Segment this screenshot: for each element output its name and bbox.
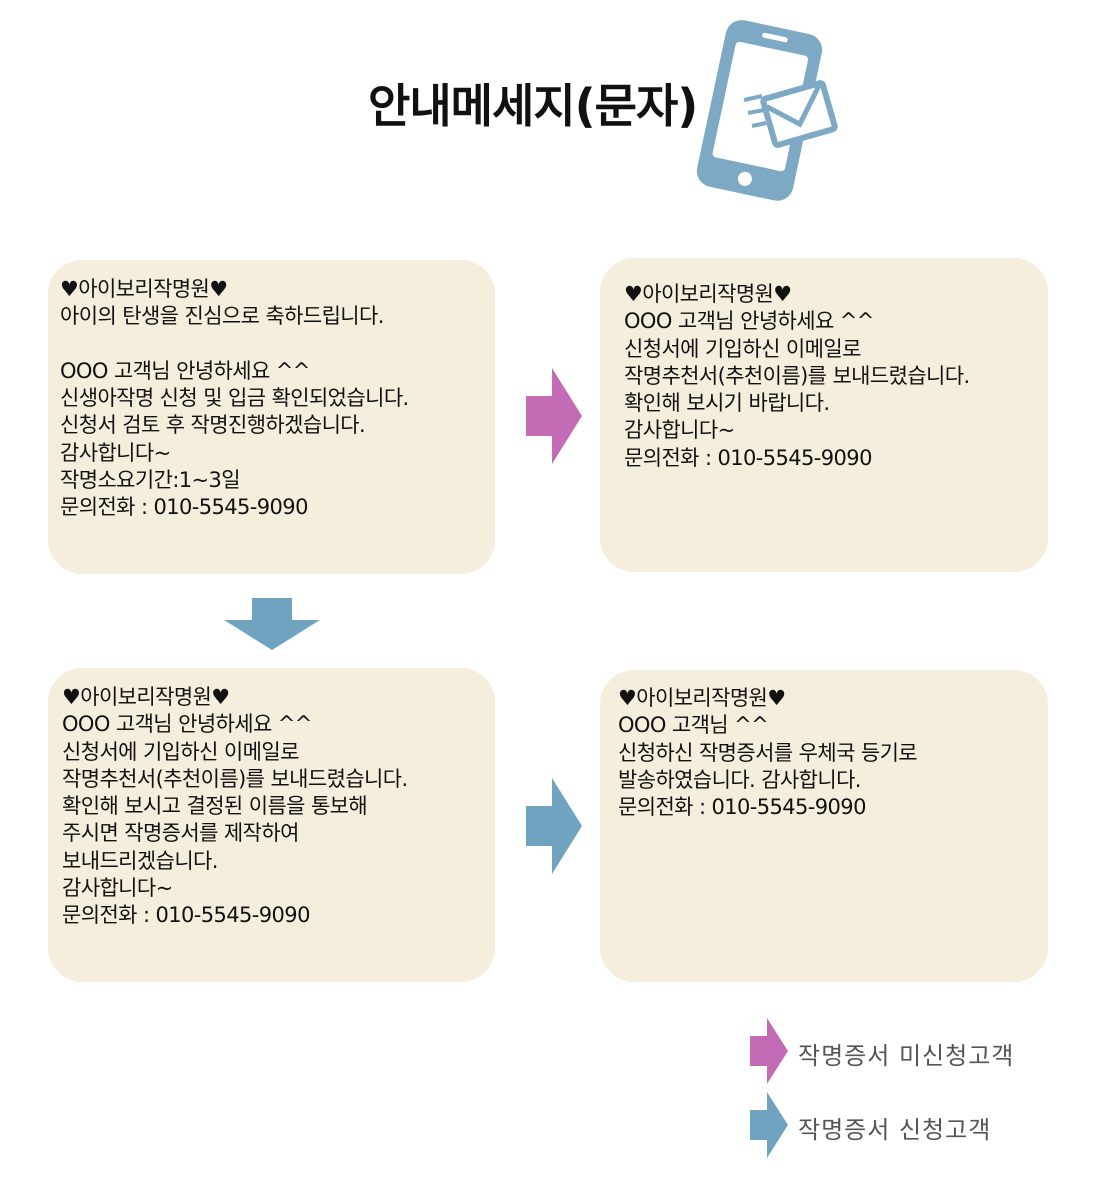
message-text-4: ♥아이보리작명원♥ OOO 고객님 ^^ 신청하신 작명증서를 우체국 등기로 … [618,685,918,821]
message-line: ♥아이보리작명원♥ [624,282,792,306]
message-line: 문의전화 : 010-5545-9090 [618,795,866,820]
message-box-4 [600,670,1048,982]
message-line: 감사합니다~ [624,418,735,443]
message-line: 문의전화 : 010-5545-9090 [60,495,308,520]
message-line: 작명추천서(추천이름)를 보내드렸습니다. [62,766,408,791]
message-box-2 [600,258,1048,572]
message-line: 신청하신 작명증서를 우체국 등기로 [618,740,918,765]
arrow-right-pink [526,368,582,464]
message-line: 발송하였습니다. 감사합니다. [618,767,861,792]
message-line: 문의전화 : 010-5545-9090 [624,445,872,470]
message-line: 작명추천서(추천이름)를 보내드렸습니다. [624,363,970,388]
message-box-3 [48,668,495,982]
message-line: 신생아작명 신청 및 입금 확인되었습니다. [60,386,409,411]
message-line: 확인해 보시고 결정된 이름을 통보해 [62,794,368,819]
message-line: OOO 고객님 안녕하세요 ^^ [62,712,312,737]
message-line: 신청서 검토 후 작명진행하겠습니다. [60,413,366,438]
message-line: 확인해 보시기 바랍니다. [624,391,830,416]
message-text-1: ♥아이보리작명원♥ 아이의 탄생을 진심으로 축하드립니다. OOO 고객님 안… [60,276,409,522]
envelope-icon [760,80,838,148]
arrow-down-blue [224,598,320,650]
message-line: 아이의 탄생을 진심으로 축하드립니다. [60,304,384,329]
message-line [60,331,409,358]
message-line: 신청서에 기입하신 이메일로 [62,739,299,764]
message-box-1 [48,260,495,574]
message-line: 보내드리겠습니다. [62,848,218,873]
message-line: ♥아이보리작명원♥ [60,277,228,301]
legend-label-applied: 작명증서 신청고객 [798,1116,992,1144]
legend-arrow-pink [750,1018,788,1084]
message-line: OOO 고객님 안녕하세요 ^^ [624,309,874,334]
message-line: 신청서에 기입하신 이메일로 [624,336,861,361]
message-line: ♥아이보리작명원♥ [62,685,230,709]
message-line: 감사합니다~ [60,440,171,465]
message-line: OOO 고객님 ^^ [618,713,769,738]
legend-label-unapplied: 작명증서 미신청고객 [798,1042,1015,1070]
message-line: ♥아이보리작명원♥ [618,686,786,710]
message-line: 감사합니다~ [62,876,173,901]
legend-arrow-blue [750,1092,788,1158]
message-line: OOO 고객님 안녕하세요 ^^ [60,358,310,383]
phone-message-icon [696,20,838,201]
message-line: 작명소요기간:1~3일 [60,468,241,493]
page-title: 안내메세지(문자) [368,79,698,133]
message-line: 문의전화 : 010-5545-9090 [62,903,310,928]
arrow-right-blue [526,778,582,874]
message-line: 주시면 작명증서를 제작하여 [62,821,299,846]
message-text-2: ♥아이보리작명원♥ OOO 고객님 안녕하세요 ^^ 신청서에 기입하신 이메일… [624,281,970,472]
message-text-3: ♥아이보리작명원♥ OOO 고객님 안녕하세요 ^^ 신청서에 기입하신 이메일… [62,684,408,930]
